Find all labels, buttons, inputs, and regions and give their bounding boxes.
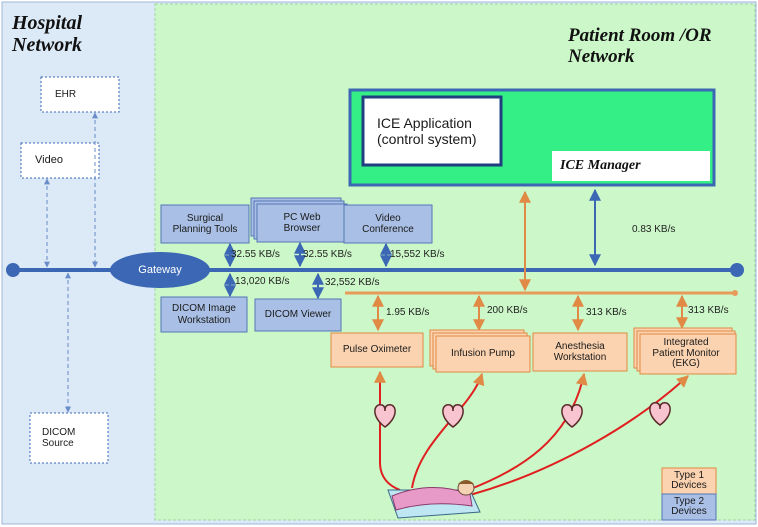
surgical-line2: Planning Tools bbox=[172, 224, 238, 235]
dicom-viewer-box bbox=[254, 298, 342, 332]
infusion-pump-label: Infusion Pump bbox=[451, 348, 515, 360]
surgical-label: Surgical Planning Tools bbox=[161, 205, 249, 243]
ice-manager-box bbox=[552, 151, 710, 181]
rate-anesthesia: 313 KB/s bbox=[586, 307, 627, 318]
monitor-line1: Integrated bbox=[663, 337, 709, 349]
monitor-line2: Patient Monitor bbox=[652, 347, 720, 359]
legend-type1-label: Type 1 Devices bbox=[662, 468, 716, 494]
heart-icon bbox=[442, 404, 464, 428]
dicom-workstation-box bbox=[160, 296, 248, 333]
video-conf-label: Video Conference bbox=[344, 205, 432, 243]
video-node bbox=[20, 142, 100, 179]
monitor-box bbox=[639, 333, 737, 375]
rate-ice-manager: 0.83 KB/s bbox=[632, 224, 676, 235]
rate-dicom-viewer: 32,552 KB/s bbox=[325, 277, 380, 288]
legend-type1-line2: Devices bbox=[671, 480, 707, 491]
hospital-title-line2: Network bbox=[12, 34, 82, 56]
video-conf-line1: Video bbox=[375, 212, 401, 224]
heart-icon bbox=[561, 404, 583, 428]
ice-application-box bbox=[361, 95, 503, 167]
heart-icon bbox=[649, 402, 671, 426]
infusion-patient-link bbox=[411, 372, 485, 489]
legend-type2-line1: Type 2 bbox=[673, 496, 705, 507]
ice-application-label: ICE Application (control system) bbox=[363, 97, 501, 165]
rate-pc-web: 32.55 KB/s bbox=[303, 249, 352, 260]
rate-monitor: 313 KB/s bbox=[688, 305, 729, 316]
bus-end-right bbox=[730, 263, 744, 277]
dicom-source-line2: Source bbox=[42, 438, 74, 449]
ice-manager-label: ICE Manager bbox=[560, 158, 641, 173]
device-bus-end bbox=[732, 290, 738, 296]
patient-network-title: Patient Room /OR Network bbox=[568, 25, 712, 68]
rate-infusion: 200 KB/s bbox=[487, 305, 528, 316]
pc-web-label: PC Web Browser bbox=[257, 204, 347, 242]
anesthesia-line2: Workstation bbox=[553, 352, 607, 363]
video-label: Video bbox=[35, 154, 63, 167]
video-conf-line2: Conference bbox=[362, 224, 414, 235]
infusion-pump-box bbox=[435, 335, 531, 373]
dicom-ws-line2: Workstation bbox=[177, 314, 231, 326]
dicom-ws-label: DICOM Image Workstation bbox=[161, 297, 247, 332]
anesthesia-box bbox=[532, 332, 628, 372]
monitor-patient-link bbox=[469, 375, 689, 496]
surgical-line1: Surgical bbox=[186, 212, 224, 224]
surgical-planning-box bbox=[160, 204, 250, 244]
ice-application-line2: (control system) bbox=[377, 131, 477, 147]
hospital-network-title: Hospital Network bbox=[12, 12, 82, 56]
pulse-ox-patient-link bbox=[374, 370, 401, 491]
pulse-ox-box bbox=[330, 332, 424, 368]
ehr-node bbox=[40, 76, 120, 113]
rate-pulse-ox: 1.95 KB/s bbox=[386, 307, 430, 318]
patient-bed-icon bbox=[387, 480, 481, 519]
anesthesia-line1: Anesthesia bbox=[555, 340, 605, 352]
gateway-label: Gateway bbox=[138, 263, 182, 276]
pc-web-line2: Browser bbox=[283, 223, 321, 234]
anesthesia-label: Anesthesia Workstation bbox=[533, 333, 627, 371]
heart-icon bbox=[374, 404, 396, 428]
patient-title-line1: Patient Room /OR bbox=[568, 25, 712, 46]
dicom-source-node bbox=[29, 412, 109, 464]
legend-type2-swatch bbox=[661, 493, 717, 521]
rate-dicom-ws: 13,020 KB/s bbox=[235, 276, 290, 287]
rate-surgical: 32.55 KB/s bbox=[231, 249, 280, 260]
legend-type2-label: Type 2 Devices bbox=[662, 494, 716, 520]
bus-end-left bbox=[6, 263, 20, 277]
hospital-title-line1: Hospital bbox=[12, 12, 83, 34]
legend-type1-line1: Type 1 bbox=[673, 470, 705, 481]
gateway bbox=[110, 252, 210, 288]
ice-application-line1: ICE Application bbox=[377, 114, 472, 131]
ehr-label: EHR bbox=[55, 88, 77, 100]
rate-video-conf: 15,552 KB/s bbox=[390, 249, 445, 260]
legend-type2-line2: Devices bbox=[671, 506, 707, 517]
anesthesia-patient-link bbox=[467, 372, 588, 491]
pulse-ox-label: Pulse Oximeter bbox=[342, 344, 412, 356]
dicom-viewer-label: DICOM Viewer bbox=[264, 309, 332, 321]
dicom-source-line1: DICOM bbox=[42, 426, 76, 438]
patient-room-area bbox=[154, 3, 756, 521]
video-conference-box bbox=[343, 204, 433, 244]
monitor-label: Integrated Patient Monitor (EKG) bbox=[636, 332, 736, 376]
monitor-line3: (EKG) bbox=[672, 358, 700, 370]
pc-web-line1: PC Web bbox=[283, 211, 321, 223]
dicom-source-label: DICOM Source bbox=[30, 413, 108, 463]
dicom-ws-line1: DICOM Image bbox=[172, 303, 236, 314]
patient-title-line2: Network bbox=[568, 45, 635, 67]
